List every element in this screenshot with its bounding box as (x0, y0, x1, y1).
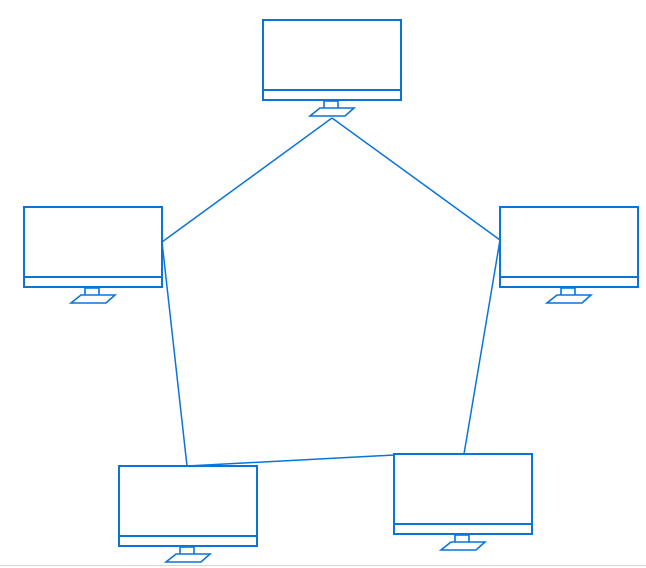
links-layer (161, 117, 501, 467)
node-left-monitor-icon[interactable] (23, 206, 163, 304)
link-bottom-right-bottom-left (186, 454, 395, 467)
node-right-monitor-icon[interactable] (499, 206, 639, 304)
bottom-divider (0, 565, 646, 566)
node-bottom-right-monitor-icon[interactable] (393, 453, 533, 551)
link-bottom-left-left (161, 241, 188, 467)
link-top-right (331, 117, 501, 241)
nodes-layer (23, 19, 639, 563)
node-bottom-left-monitor-icon[interactable] (118, 465, 258, 563)
node-top-monitor-icon[interactable] (262, 19, 402, 117)
link-left-top (161, 117, 333, 243)
link-right-bottom-right (463, 239, 501, 455)
